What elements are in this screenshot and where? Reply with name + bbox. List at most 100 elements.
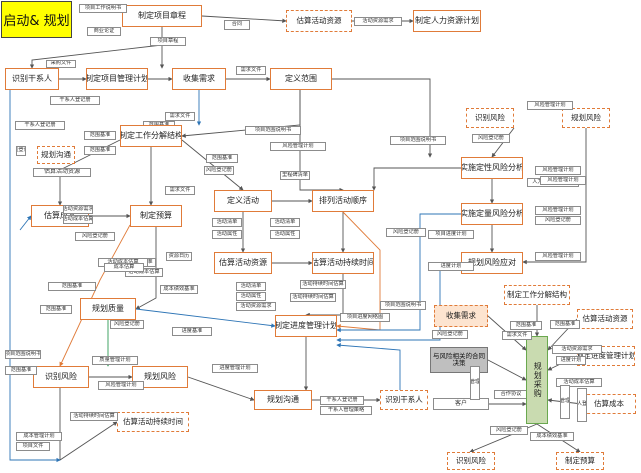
node-n61: 范围基准 (40, 305, 72, 314)
node-n44: 项目进度计划 (428, 230, 474, 239)
node-n106: 活动持续时间估算 (290, 293, 336, 302)
node-n32: 范围基准 (206, 154, 238, 163)
node-n90: 活动持续时间估算 (70, 412, 118, 421)
node-n63[interactable]: 制定进度管理计划 (275, 315, 337, 337)
node-n97: 进度计划 (556, 356, 586, 365)
node-n48: 活动属性 (270, 230, 300, 239)
node-n96: 活动资源需求 (552, 345, 602, 354)
node-n116: 项目范围说明书 (5, 350, 41, 359)
node-n9: 采购文件 (46, 60, 76, 68)
node-n7[interactable]: 制定人力资源计划 (413, 10, 481, 32)
node-n117: 项目范围说明书 (380, 301, 426, 310)
node-n41[interactable]: 实施定量风险分析 (461, 203, 523, 225)
node-n69: 风险管理计划 (98, 381, 144, 390)
node-n38: 活动属性 (212, 230, 242, 239)
node-n73: 干系人登记册 (320, 396, 364, 405)
node-n87: 风险登记册 (490, 426, 528, 435)
node-n26[interactable]: 规划沟通 (37, 146, 75, 164)
node-n94: 需求文件 (502, 331, 532, 340)
node-n62: 风险登记册 (110, 320, 144, 329)
node-n54: 资源日历 (166, 252, 192, 261)
node-n21[interactable]: 识别风险 (466, 108, 514, 128)
node-n13: 需求文件 (236, 66, 266, 75)
node-n56: 活动清单 (236, 282, 266, 291)
node-n68: 质量管理计划 (92, 356, 138, 365)
node-n29: 风险管理计划 (535, 166, 581, 175)
node-n67[interactable]: 规划风险 (132, 366, 188, 388)
node-n95: 范围基准 (550, 320, 580, 329)
node-n45: 活动资源需求 (63, 205, 93, 214)
node-n76[interactable]: 收集需求 (434, 305, 488, 327)
page-title: 启动& 规划 (1, 1, 72, 38)
node-n86[interactable]: 制定预算 (556, 452, 604, 470)
node-n85[interactable]: 识别风险 (447, 452, 495, 470)
node-n6: 活动资源需求 (354, 17, 402, 26)
node-n4: 合同 (224, 20, 250, 30)
connector-42 (59, 224, 131, 367)
node-n74: 干系人管理策略 (320, 406, 372, 415)
node-n25: 风险登记册 (472, 134, 510, 143)
node-n42: 风险管理计划 (535, 206, 581, 215)
node-n46: 活动成本估算 (63, 215, 93, 224)
node-n52: 风险管理计划 (535, 252, 581, 261)
node-n110: 需求文件 (165, 186, 195, 195)
node-n66[interactable]: 识别风险 (33, 366, 89, 388)
node-n5[interactable]: 估算活动资源 (286, 10, 352, 32)
node-n80[interactable]: 估算成本 (582, 394, 636, 414)
node-n91: 成本管理计划 (16, 432, 62, 441)
connector-25 (371, 167, 461, 191)
node-n14[interactable]: 定义范围 (270, 68, 332, 90)
node-n113: 风险管理计划 (540, 176, 586, 185)
node-n65: 项目进度网络图 (340, 313, 390, 322)
node-n19[interactable]: 制定工作分解结构 (120, 125, 182, 147)
connector-36 (487, 359, 527, 381)
connector-9 (332, 78, 433, 158)
node-n71: 进度管理计划 (212, 364, 258, 373)
node-n11[interactable]: 制定项目管理计划 (86, 68, 148, 90)
node-n102: 范围基准 (48, 282, 96, 291)
node-n47: 活动清单 (270, 218, 300, 227)
node-n27: 范围基准 (84, 146, 116, 155)
node-n28[interactable]: 实施定性风险分析 (461, 157, 523, 179)
node-n103: 风险登记册 (16, 146, 26, 156)
node-n75[interactable]: 识别干系人 (380, 390, 428, 410)
node-n24: 风险管理计划 (527, 101, 573, 110)
node-n49[interactable]: 估算活动资源 (214, 252, 272, 274)
node-n22[interactable]: 规划风险 (562, 108, 610, 128)
node-n50[interactable]: 估算活动持续时间 (312, 252, 374, 274)
connector-41 (19, 215, 32, 231)
node-n40[interactable]: 排列活动顺序 (312, 190, 374, 212)
node-n107: 风险登记册 (75, 232, 115, 241)
node-n60[interactable]: 规划质量 (80, 298, 136, 320)
node-n16: 干系人登记册 (15, 121, 65, 130)
node-n77[interactable]: 制定工作分解结构 (504, 285, 570, 305)
node-n82: 客户 (433, 398, 489, 410)
node-n105: 成本绩效基准 (160, 285, 198, 294)
connector-45 (135, 308, 276, 328)
node-n101: 风险管理计划 (470, 366, 480, 400)
node-n31: 项目范围说明书 (390, 136, 446, 145)
node-n2: 项目工作说明书 (79, 4, 127, 13)
node-n34: 估算活动资源 (33, 168, 91, 177)
node-n12[interactable]: 收集需求 (172, 68, 226, 90)
node-n1[interactable]: 制定项目章程 (122, 5, 202, 27)
node-n23: 范围基准 (84, 131, 116, 140)
node-n8: 项目章程 (150, 37, 186, 46)
node-n98: 活动成本估算 (556, 378, 602, 387)
node-n39: 里程碑清单 (280, 171, 310, 180)
node-n35[interactable]: 制定预算 (130, 205, 182, 227)
node-n15: 干系人登记册 (50, 96, 100, 105)
node-n89[interactable]: 估算活动持续时间 (117, 412, 189, 432)
node-n72[interactable]: 规划沟通 (254, 390, 312, 410)
node-n70: 范围基准 (5, 366, 37, 375)
node-n58: 活动资源需求 (236, 302, 276, 311)
node-n78[interactable]: 估算活动资源 (577, 309, 633, 329)
node-n84[interactable]: 规划采购 (526, 336, 548, 424)
node-n109: 风险登记册 (204, 166, 234, 175)
connector-13 (181, 139, 244, 191)
node-n112: 进度计划 (428, 262, 474, 271)
node-n3: 商业论证 (87, 27, 121, 36)
connector-29 (59, 388, 118, 461)
node-n10[interactable]: 识别干系人 (5, 68, 59, 90)
node-n36[interactable]: 定义活动 (214, 190, 272, 212)
